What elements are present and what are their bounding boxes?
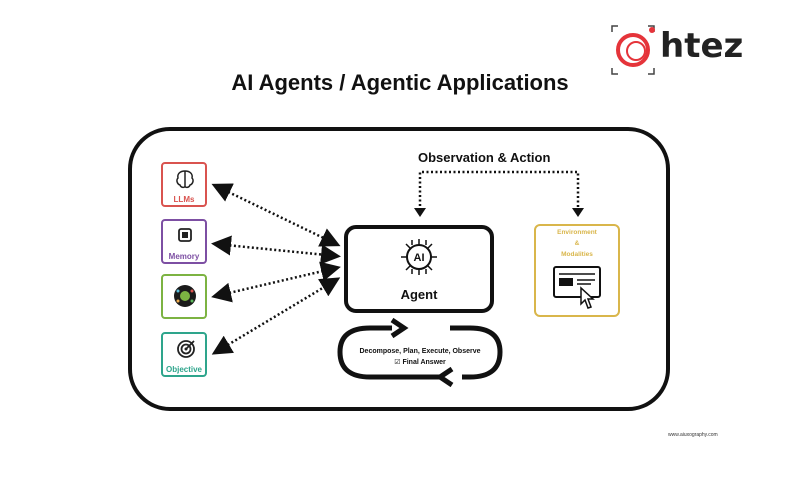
chip-icon [178, 228, 192, 242]
ai-chip-icon: AI [401, 239, 437, 275]
observation-action-arrow [418, 170, 580, 215]
screen-click-icon [553, 266, 601, 309]
target-icon [177, 340, 195, 358]
environment-label: Environment [557, 229, 597, 236]
logo-text: htez [660, 26, 744, 66]
llms-box: LLMs [161, 162, 207, 207]
modalities-label: Modalities [561, 251, 593, 258]
diagram-title: AI Agents / Agentic Applications [231, 70, 569, 95]
brain-icon [176, 170, 194, 189]
final-answer-text: ☑ Final Answer [394, 359, 446, 366]
objective-box: Objective [161, 332, 207, 377]
arrow-llms [211, 183, 341, 247]
agent-loop [337, 325, 503, 380]
agent-label: Agent [400, 287, 438, 302]
arrow-memory [211, 235, 341, 265]
llms-label: LLMs [173, 195, 195, 204]
tools-gear-icon [174, 285, 196, 307]
objective-label: Objective [165, 365, 202, 374]
htez-logo [611, 25, 655, 75]
environment-amp-label: & [574, 240, 580, 247]
ai-chip-label: AI [414, 252, 425, 264]
diagram-frame [128, 127, 670, 411]
arrow-objective [211, 277, 341, 355]
observation-action-label: Observation & Action [418, 150, 551, 165]
memory-label: Memory [168, 252, 200, 261]
memory-box: Memory [161, 219, 207, 264]
loop-steps-text: Decompose, Plan, Execute, Observe [359, 348, 481, 355]
footer-url: www.aiuxography.com [668, 432, 718, 438]
tools-box [161, 274, 207, 319]
